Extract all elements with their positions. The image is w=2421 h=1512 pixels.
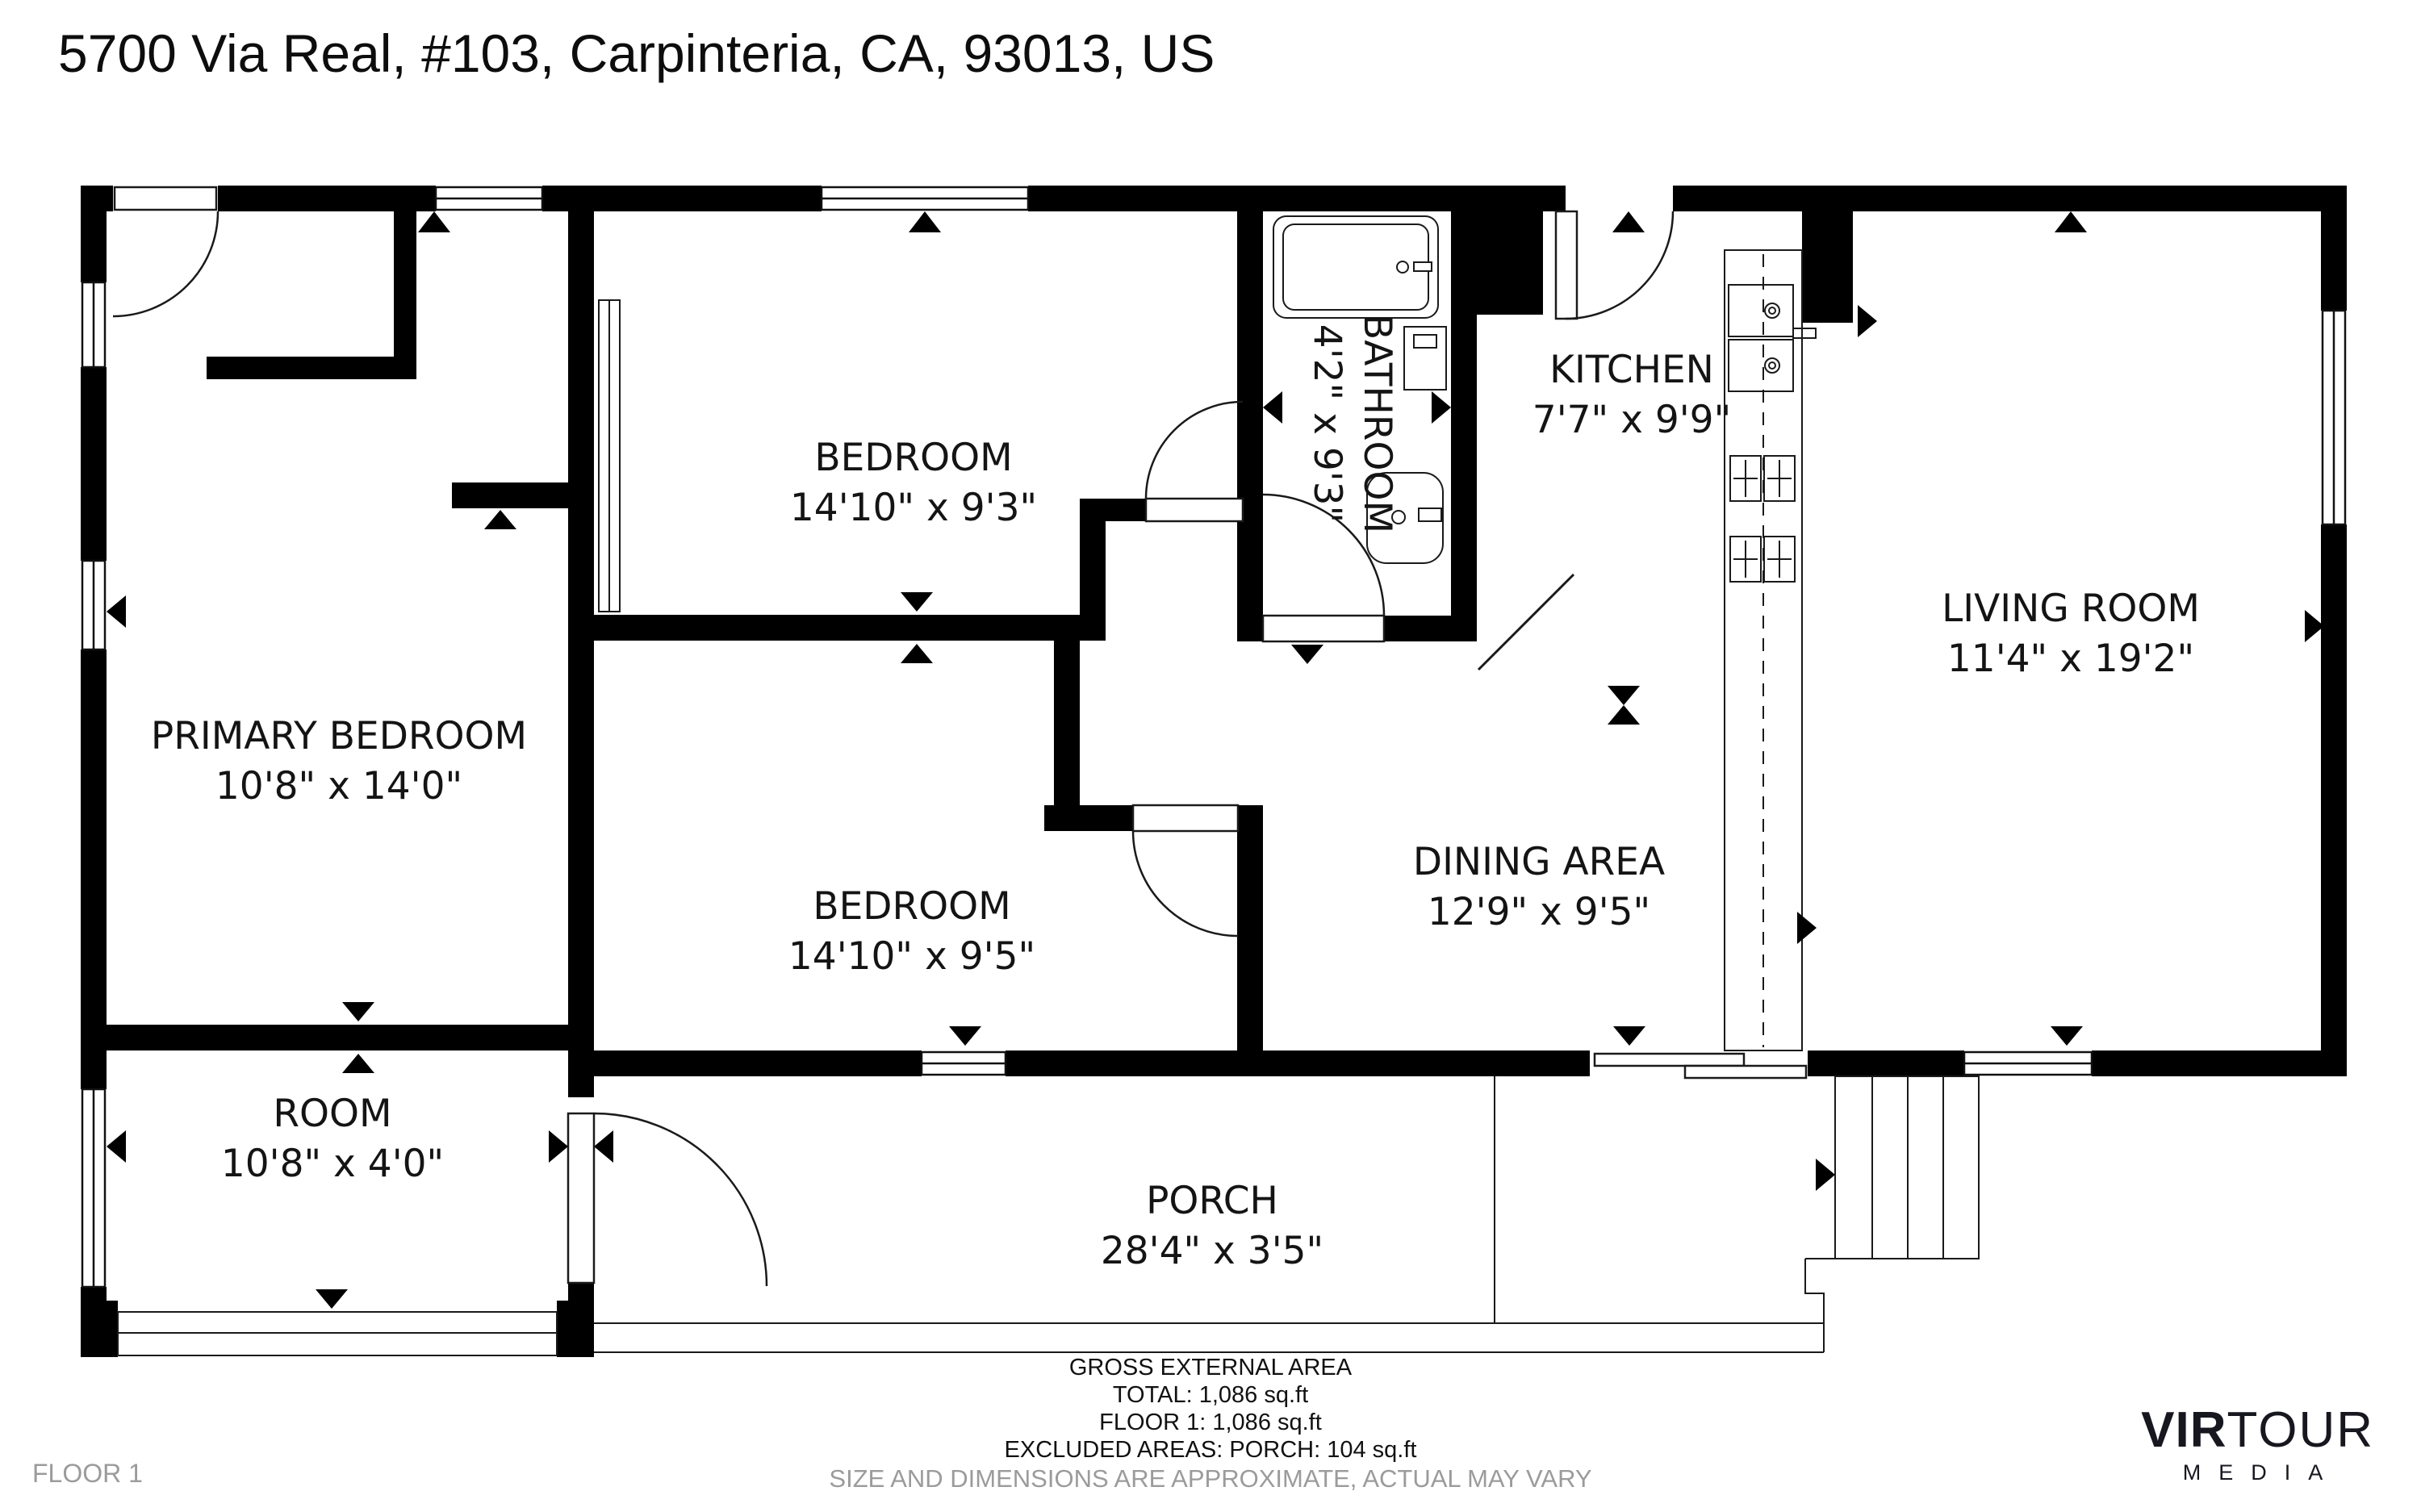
room-label-dining-area: DINING AREA 12'9" x 9'5"	[1413, 837, 1665, 938]
porch-and-steps	[117, 1076, 1980, 1356]
window-top-closet	[434, 186, 544, 211]
marker	[1608, 705, 1640, 725]
marker	[1291, 645, 1323, 664]
room-label-porch: PORCH 28'4" x 3'5"	[1101, 1176, 1323, 1276]
room-label-kitchen: KITCHEN 7'7" x 9'9"	[1532, 345, 1731, 445]
door-primary-bedroom-entry	[112, 186, 220, 318]
marker	[1263, 391, 1282, 424]
marker	[418, 211, 450, 232]
excluded-areas: EXCLUDED AREAS: PORCH: 104 sq.ft	[1004, 1437, 1417, 1463]
room-label-living-room: LIVING ROOM 11'4" x 19'2"	[1942, 584, 2200, 684]
window-left-room	[81, 1088, 107, 1289]
marker	[316, 1289, 348, 1309]
kitchen-sink	[1728, 284, 1817, 392]
room-name: ROOM	[273, 1092, 392, 1136]
bathroom-fixtures	[1273, 215, 1447, 564]
wardrobe-bedroom1	[598, 299, 621, 612]
marker	[107, 595, 126, 628]
marker	[1816, 1159, 1835, 1191]
windows	[81, 186, 2347, 1289]
room-name: KITCHEN	[1549, 348, 1714, 392]
room-rail	[117, 1311, 558, 1356]
room-dims: 11'4" x 19'2"	[1946, 637, 2195, 681]
room-label-bedroom1: BEDROOM 14'10" x 9'3"	[790, 433, 1037, 533]
logo-vir: VIR	[2141, 1402, 2227, 1458]
marker	[484, 510, 516, 529]
marker	[901, 644, 933, 663]
room-label-bathroom: BATHROOM 4'2" x 9'3"	[1302, 314, 1402, 533]
sliding-door-dining	[1593, 1052, 1808, 1080]
marker	[1608, 686, 1640, 705]
floor1-area: FLOOR 1: 1,086 sq.ft	[1099, 1410, 1322, 1435]
disclaimer: SIZE AND DIMENSIONS ARE APPROXIMATE, ACT…	[829, 1464, 1592, 1493]
room-label-bedroom2: BEDROOM 14'10" x 9'5"	[788, 882, 1035, 982]
room-label-room: ROOM 10'8" x 4'0"	[221, 1089, 444, 1189]
virtour-media-logo: VIRTOUR MEDIA	[2141, 1405, 2374, 1485]
angled-wall	[1477, 573, 1575, 671]
window-bottom-bedroom2	[920, 1050, 1007, 1076]
logo-media: MEDIA	[2182, 1460, 2341, 1485]
gross-area-heading: GROSS EXTERNAL AREA	[1068, 1355, 1353, 1380]
room-dims: 28'4" x 3'5"	[1100, 1229, 1324, 1273]
window-left-upper	[81, 281, 107, 369]
doors	[112, 186, 1808, 1287]
marker	[342, 1054, 374, 1073]
toilet	[1366, 472, 1444, 564]
bathtub	[1273, 215, 1439, 319]
marker	[594, 1130, 613, 1163]
room-name: PRIMARY BEDROOM	[150, 714, 528, 758]
room-label-primary-bedroom: PRIMARY BEDROOM 10'8" x 14'0"	[151, 712, 527, 812]
marker	[1613, 1026, 1645, 1046]
room-dims: 4'2" x 9'3"	[1305, 324, 1349, 524]
kitchen-counter	[1724, 249, 1817, 1051]
marker	[107, 1130, 126, 1163]
room-dims: 14'10" x 9'5"	[788, 934, 1036, 979]
logo-tour: TOUR	[2227, 1402, 2374, 1458]
area-summary: GROSS EXTERNAL AREA TOTAL: 1,086 sq.ft F…	[0, 1354, 2421, 1493]
room-dims: 10'8" x 4'0"	[220, 1142, 445, 1186]
door-bedroom2	[1131, 804, 1240, 938]
page-title: 5700 Via Real, #103, Carpinteria, CA, 93…	[58, 23, 1215, 83]
porch-floor	[594, 1076, 1825, 1353]
window-left-lower	[81, 559, 107, 651]
bathroom-sink	[1403, 326, 1447, 391]
total-area: TOTAL: 1,086 sq.ft	[1112, 1382, 1309, 1408]
window-bottom-living	[1963, 1050, 2093, 1076]
marker	[2055, 211, 2087, 232]
room-dims: 14'10" x 9'3"	[789, 486, 1038, 530]
room-name: LIVING ROOM	[1942, 587, 2200, 631]
room-name: BATHROOM	[1355, 314, 1399, 533]
logo-wordmark: VIRTOUR	[2141, 1405, 2374, 1456]
direction-markers	[107, 211, 2324, 1309]
room-dims: 7'7" x 9'9"	[1532, 398, 1732, 442]
door-bedroom1	[1144, 400, 1244, 523]
room-name: PORCH	[1146, 1179, 1278, 1223]
walls	[81, 186, 2347, 1357]
floor-label: FLOOR 1	[32, 1459, 143, 1488]
marker	[2305, 610, 2324, 642]
room-name: BEDROOM	[814, 436, 1013, 480]
steps	[1805, 1076, 1980, 1259]
marker	[549, 1130, 568, 1163]
window-right-living	[2321, 309, 2347, 526]
room-name: BEDROOM	[813, 884, 1011, 929]
room-name: DINING AREA	[1412, 840, 1666, 884]
marker	[1432, 391, 1451, 424]
marker	[1797, 912, 1817, 944]
marker	[342, 1002, 374, 1021]
door-bathroom	[1261, 493, 1386, 643]
door-kitchen-entry	[1554, 210, 1675, 320]
marker	[1858, 305, 1877, 337]
window-top-bedroom1	[820, 186, 1030, 211]
room-dims: 10'8" x 14'0"	[215, 764, 463, 808]
room-dims: 12'9" x 9'5"	[1427, 890, 1651, 934]
marker	[2051, 1026, 2083, 1046]
marker	[909, 211, 941, 232]
marker	[1612, 211, 1645, 232]
kitchen-stove	[1729, 455, 1796, 583]
marker	[901, 592, 933, 612]
door-room-to-porch	[567, 1112, 768, 1287]
marker	[949, 1026, 981, 1046]
